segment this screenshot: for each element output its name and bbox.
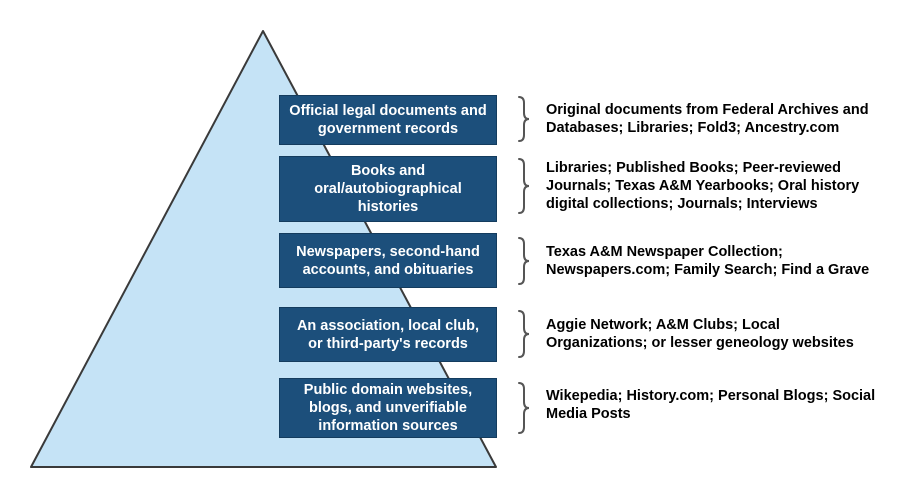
brace-icon xyxy=(518,158,530,214)
brace-icon xyxy=(518,382,530,434)
brace-icon xyxy=(518,237,530,285)
tier-box-2: Books and oral/autobiographical historie… xyxy=(279,156,497,222)
brace-icon xyxy=(518,310,530,358)
tier-box-1: Official legal documents and government … xyxy=(279,95,497,145)
tier-sources-1: Original documents from Federal Archives… xyxy=(546,102,869,136)
tier-sources-5: Wikepedia; History.com; Personal Blogs; … xyxy=(546,388,876,422)
tier-box-3: Newspapers, second-hand accounts, and ob… xyxy=(279,233,497,288)
tier-box-5: Public domain websites, blogs, and unver… xyxy=(279,378,497,438)
tier-box-4: An association, local club, or third-par… xyxy=(279,307,497,362)
brace-icon xyxy=(518,96,530,142)
tier-sources-4: Aggie Network; A&M Clubs; Local Organiza… xyxy=(546,317,854,351)
tier-sources-3: Texas A&M Newspaper Collection; Newspape… xyxy=(546,244,870,278)
tier-sources-2: Libraries; Published Books; Peer-reviewe… xyxy=(546,160,860,212)
